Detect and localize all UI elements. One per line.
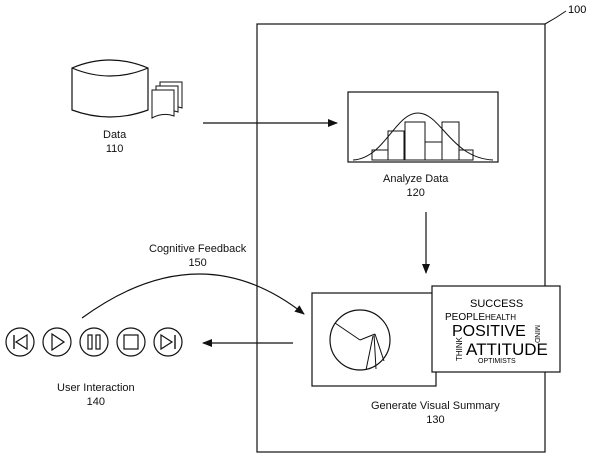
play-button[interactable] — [42, 327, 72, 357]
analyze-ref: 120 — [406, 187, 425, 199]
data-ref: 110 — [105, 143, 124, 155]
data-label: Data 110 — [103, 128, 126, 156]
analyze-label-text: Analyze Data — [383, 173, 449, 185]
analyze-label: Analyze Data 120 — [383, 172, 448, 200]
histogram-bar — [404, 121, 426, 161]
database-icon — [71, 59, 149, 118]
word-mind: MIND — [533, 325, 540, 343]
documents-icon — [151, 81, 183, 119]
word-think: THINK — [455, 336, 464, 361]
user-interaction-label-text: User Interaction — [57, 382, 135, 394]
word-health: HEALTH — [485, 313, 516, 322]
user-interaction-ref: 140 — [86, 396, 105, 408]
stop-button[interactable] — [116, 327, 146, 357]
arrow-cognitive-feedback — [81, 273, 305, 319]
summary-label: Generate Visual Summary 130 — [371, 399, 500, 427]
skip-back-button[interactable] — [5, 327, 35, 357]
histogram-chart — [371, 121, 474, 161]
system-ref-leader — [544, 10, 567, 25]
pie-chart — [329, 309, 391, 371]
pause-button[interactable] — [79, 327, 109, 357]
system-ref: 100 — [568, 4, 586, 16]
summary-ref: 130 — [426, 414, 445, 426]
word-people: PEOPLE — [445, 312, 485, 323]
histogram-bar — [424, 141, 443, 161]
cognitive-feedback-ref: 150 — [188, 257, 207, 269]
data-label-text: Data — [103, 129, 127, 141]
word-optimists: OPTIMISTS — [478, 358, 516, 365]
system-box — [256, 23, 546, 453]
histogram-curve — [352, 112, 494, 161]
word-cloud-card — [431, 285, 561, 373]
word-positive: POSITIVE — [452, 323, 526, 340]
summary-label-text: Generate Visual Summary — [371, 400, 500, 412]
histogram-bar — [387, 130, 405, 161]
histogram-bar — [441, 121, 460, 161]
cognitive-feedback-label-text: Cognitive Feedback — [149, 243, 247, 255]
skip-forward-button[interactable] — [153, 327, 183, 357]
word-attitude: ATTITUDE — [466, 340, 548, 359]
cognitive-feedback-label: Cognitive Feedback 150 — [149, 242, 246, 270]
user-interaction-label: User Interaction 140 — [57, 381, 135, 409]
word-success: SUCCESS — [470, 298, 523, 310]
